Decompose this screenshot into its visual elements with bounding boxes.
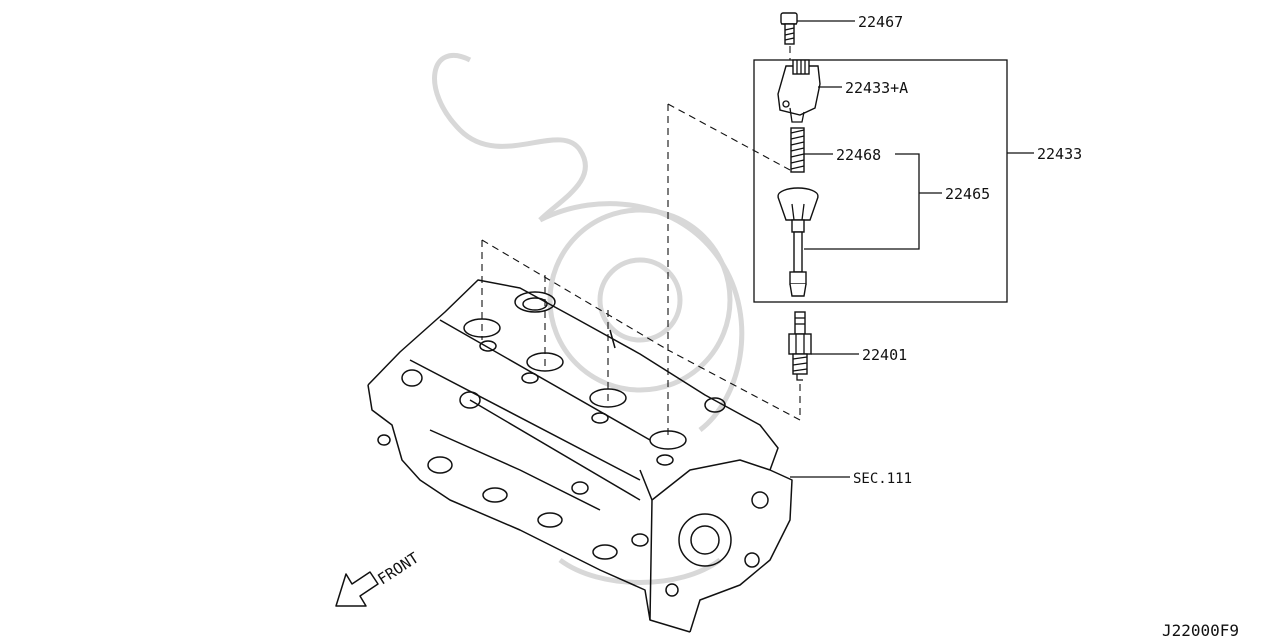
watermark-emblem <box>432 52 745 585</box>
label-boot-set: 22465 <box>945 185 990 203</box>
spring-part[interactable] <box>790 127 805 173</box>
cylinder-head-part[interactable] <box>367 279 793 633</box>
alignment-lines <box>481 103 801 440</box>
front-label: FRONT <box>374 549 422 589</box>
ignition-coil-part[interactable] <box>777 59 821 123</box>
diagram-code: J22000F9 <box>1162 621 1239 639</box>
label-bolt: 22467 <box>858 13 903 31</box>
label-spring: 22468 <box>836 146 881 164</box>
front-arrow <box>335 571 379 607</box>
bolt-part[interactable] <box>780 12 798 45</box>
label-spark-plug: 22401 <box>862 346 907 364</box>
label-coil-assembly: 22433 <box>1037 145 1082 163</box>
spark-plug-part[interactable] <box>788 311 812 381</box>
label-cylinder-head-ref: SEC.111 <box>853 471 912 487</box>
boot-part[interactable] <box>777 187 819 297</box>
leader-boot <box>804 153 920 250</box>
coil-assembly-box <box>753 59 1008 303</box>
label-coil-assembly-a: 22433+A <box>845 79 908 97</box>
